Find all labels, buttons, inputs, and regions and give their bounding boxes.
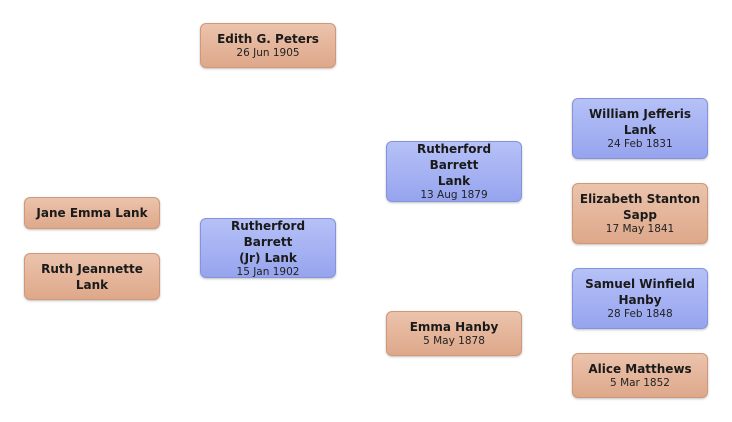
person-name: Jane Emma Lank [36,206,148,220]
person-card-ruth-jeannette-lank[interactable]: Ruth Jeannette Lank [24,253,160,300]
person-name: Alice Matthews [588,362,692,376]
person-name: Edith G. Peters [217,32,319,46]
person-card-jane-emma-lank[interactable]: Jane Emma Lank [24,197,160,229]
person-card-alice-matthews[interactable]: Alice Matthews 5 Mar 1852 [572,353,708,398]
person-birth-date: 5 Mar 1852 [610,377,670,389]
person-birth-date: 17 May 1841 [605,223,675,235]
person-name: William Jefferis Lank [588,107,692,137]
person-name: Rutherford Barrett (Jr) Lank [230,218,306,265]
person-name: Rutherford Barrett Lank [416,142,492,188]
person-birth-date: 15 Jan 1902 [236,265,300,278]
person-name: Samuel Winfield Hanby [585,277,695,307]
person-birth-date: 24 Feb 1831 [607,138,673,150]
person-card-elizabeth-stanton-sapp[interactable]: Elizabeth Stanton Sapp 17 May 1841 [572,183,708,244]
person-card-rutherford-barrett-lank[interactable]: Rutherford Barrett Lank 13 Aug 1879 [386,141,522,202]
person-birth-date: 28 Feb 1848 [607,308,673,320]
person-name: Ruth Jeannette Lank [41,261,143,292]
person-card-william-jefferis-lank[interactable]: William Jefferis Lank 24 Feb 1831 [572,98,708,159]
person-card-rutherford-barrett-jr-lank[interactable]: Rutherford Barrett (Jr) Lank 15 Jan 1902 [200,218,336,278]
person-birth-date: 26 Jun 1905 [236,47,300,59]
person-birth-date: 13 Aug 1879 [420,189,488,201]
person-birth-date: 5 May 1878 [423,335,485,347]
person-name: Emma Hanby [409,320,499,334]
person-card-edith-peters[interactable]: Edith G. Peters 26 Jun 1905 [200,23,336,68]
person-card-emma-hanby[interactable]: Emma Hanby 5 May 1878 [386,311,522,356]
person-card-samuel-winfield-hanby[interactable]: Samuel Winfield Hanby 28 Feb 1848 [572,268,708,329]
person-name: Elizabeth Stanton Sapp [579,192,701,222]
